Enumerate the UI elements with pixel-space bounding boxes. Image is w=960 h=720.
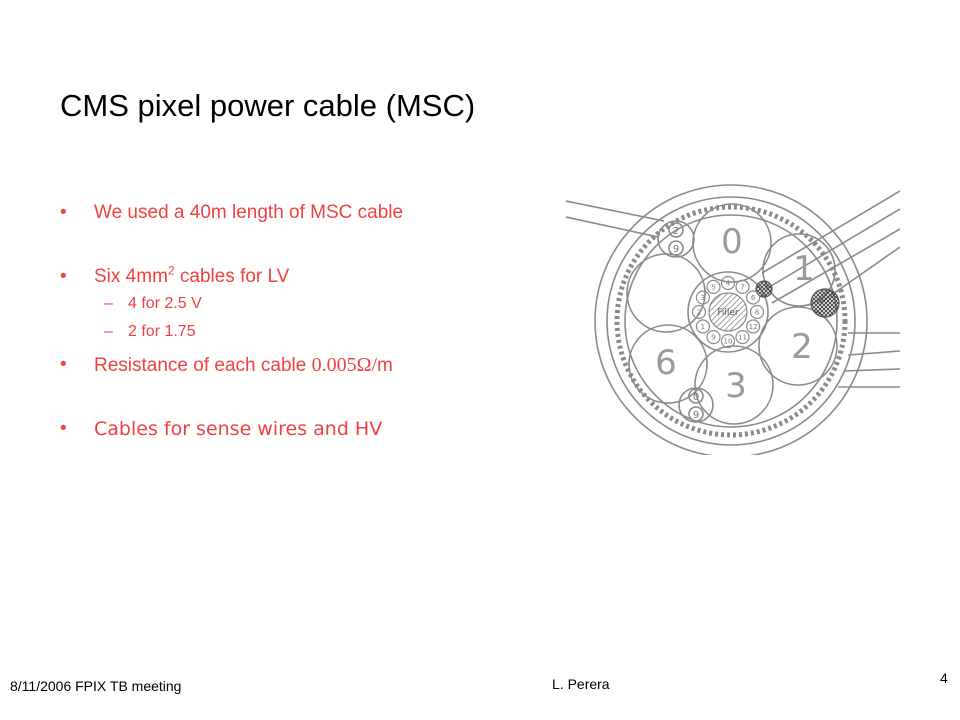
footer-date-meeting: 8/11/2006 FPIX TB meeting bbox=[10, 678, 182, 694]
conductor-3 bbox=[694, 345, 774, 425]
bullet-text-post: cables for LV bbox=[174, 266, 290, 287]
leader-line bbox=[566, 216, 659, 238]
hv-cable bbox=[810, 288, 840, 318]
inner-wire bbox=[749, 304, 765, 320]
inner-wire bbox=[691, 304, 707, 320]
inner-wire-ring bbox=[691, 275, 765, 349]
inner-wire-label: 12 bbox=[749, 323, 758, 331]
dash-icon: – bbox=[104, 295, 113, 312]
inner-wire bbox=[720, 275, 736, 291]
bullet-icon: • bbox=[60, 354, 67, 375]
inner-wire-label: 11 bbox=[738, 334, 747, 342]
bullet-text: Resistance of each cable 0.005Ω/m bbox=[94, 354, 393, 377]
sense-wire bbox=[688, 388, 704, 404]
leader-line bbox=[566, 200, 665, 222]
inner-wire bbox=[695, 319, 710, 334]
leader-line bbox=[765, 208, 900, 290]
bullet-icon: • bbox=[60, 418, 67, 439]
filler bbox=[708, 292, 748, 332]
inner-wire bbox=[735, 279, 750, 295]
resistance-value: 0.005Ω/ bbox=[311, 354, 377, 376]
inner-wire-label: 8 bbox=[755, 309, 759, 317]
sense-pair-top bbox=[657, 220, 695, 258]
conductor-label-1: 1 bbox=[793, 249, 815, 289]
sense-label: 2 bbox=[673, 226, 679, 237]
inner-wire bbox=[695, 290, 710, 305]
conductor-2 bbox=[758, 306, 838, 386]
inner-wire-label: 7 bbox=[740, 283, 744, 291]
superscript: 2 bbox=[167, 263, 175, 278]
bullet-icon: • bbox=[60, 266, 67, 287]
conductor-1 bbox=[762, 233, 836, 307]
page-number: 4 bbox=[940, 670, 948, 686]
braid-outer bbox=[606, 196, 856, 446]
conductor-label-2: 2 bbox=[791, 327, 813, 367]
sense-wire bbox=[668, 240, 684, 256]
inner-wire-label: 9 bbox=[711, 334, 715, 342]
inner-bundle bbox=[687, 271, 769, 353]
conductor-label-5: 6 bbox=[655, 343, 677, 383]
inner-wire-label: 10 bbox=[724, 338, 733, 346]
inner-wire-label: 6 bbox=[751, 294, 756, 302]
sense-pair-bottom bbox=[678, 387, 714, 423]
sense-label: 9 bbox=[673, 244, 679, 255]
bullet-text: Six 4mm2 cables for LV bbox=[94, 263, 290, 288]
slide-title: CMS pixel power cable (MSC) bbox=[60, 88, 476, 123]
sense-label: 9 bbox=[693, 410, 699, 421]
inner-wire-label: 1 bbox=[701, 323, 705, 331]
inner-wire bbox=[706, 330, 721, 345]
leader-line bbox=[761, 190, 900, 274]
sense-label: 0 bbox=[693, 392, 699, 403]
bullet-text: We used a 40m length of MSC cable bbox=[94, 202, 404, 223]
leader-line bbox=[771, 228, 900, 304]
leader-line bbox=[847, 350, 900, 356]
sense-wire bbox=[668, 222, 684, 238]
leader-line bbox=[843, 368, 900, 372]
conductor-label-3: 3 bbox=[725, 366, 747, 406]
filler-label: Filler bbox=[717, 308, 739, 318]
inner-wire-label: 2 bbox=[697, 309, 701, 317]
inner-wire-label: 4 bbox=[726, 280, 731, 288]
inner-wire bbox=[706, 279, 721, 295]
sense-wire bbox=[688, 406, 704, 422]
inner-wire bbox=[735, 330, 750, 345]
footer-author: L. Perera bbox=[552, 676, 610, 692]
inner-wire bbox=[720, 333, 736, 349]
inner-wire bbox=[746, 290, 761, 305]
outer-jacket bbox=[594, 184, 868, 455]
inner-wire-label: 3 bbox=[701, 294, 705, 302]
bullet-icon: • bbox=[60, 202, 67, 223]
inner-wire-label: 5 bbox=[711, 283, 715, 291]
sub-bullet-text: 2 for 1.75 bbox=[128, 323, 196, 340]
bullet-text: Cables for sense wires and HV bbox=[94, 418, 383, 440]
small-shield-wire bbox=[755, 280, 773, 298]
conductor-label-0: 0 bbox=[721, 222, 743, 262]
dash-icon: – bbox=[104, 323, 113, 340]
resistance-unit: m bbox=[377, 355, 393, 376]
braid-shield bbox=[614, 204, 848, 438]
conductor-5 bbox=[628, 324, 708, 404]
sub-bullet-text: 4 for 2.5 V bbox=[128, 295, 202, 312]
inner-wire bbox=[746, 319, 761, 334]
bullet-text-pre: Resistance of each cable bbox=[94, 355, 312, 376]
bullet-text-pre: Six 4mm bbox=[94, 266, 168, 287]
braid-inner bbox=[624, 214, 838, 428]
